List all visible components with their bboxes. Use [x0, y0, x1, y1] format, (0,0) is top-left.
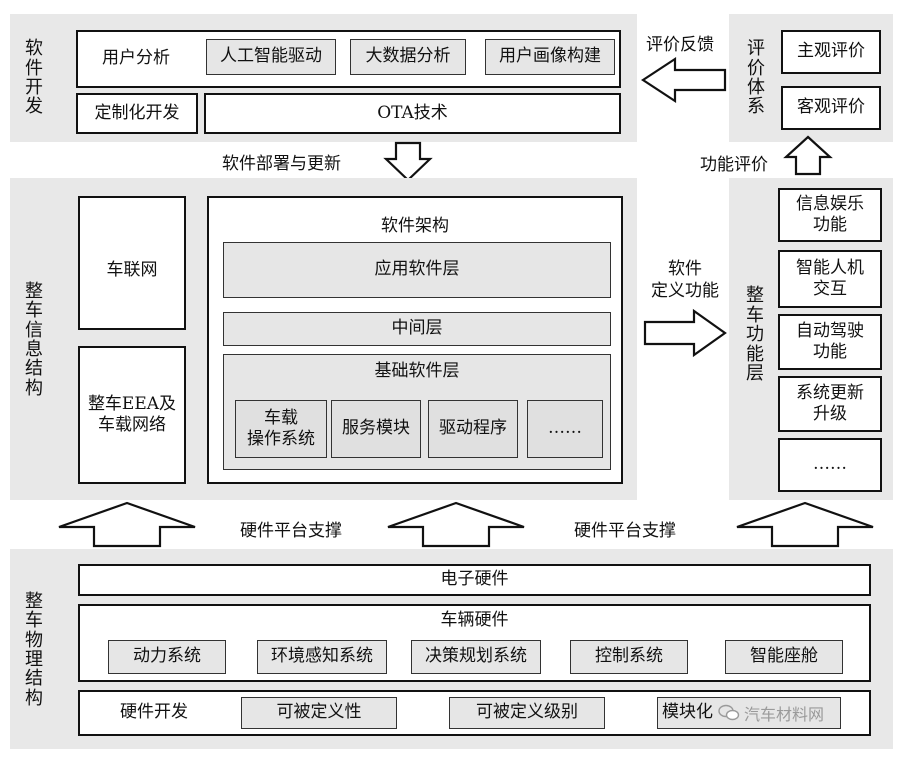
func-system-update-line-1: 系统更新 — [796, 382, 864, 403]
func-hmi-line-1: 智能人机 — [796, 257, 864, 278]
software-dev-label-char: 发 — [25, 96, 43, 118]
physical-label-char: 整 — [25, 590, 43, 612]
hw-dev-label: 硬件开发 — [120, 702, 188, 723]
vehicle-info-label-char: 整 — [25, 280, 43, 302]
vehicle-info-label-char: 构 — [25, 377, 43, 399]
big-data-box: 大数据分析 — [350, 39, 466, 75]
ai-drive-box: 人工智能驱动 — [206, 39, 336, 75]
func-eval-label: 功能评价 — [700, 155, 768, 175]
hw-support-arrow-middle — [387, 501, 525, 548]
hw-support-arrow-left — [58, 501, 196, 548]
user-analysis-label: 用户分析 — [102, 48, 170, 69]
hw-support-label-1: 硬件平台支撑 — [240, 521, 342, 541]
func-infotainment: 信息娱乐 功能 — [778, 188, 882, 242]
vehicle-func-label-char: 整 — [746, 285, 764, 307]
wechat-icon — [718, 704, 740, 721]
sys-cockpit: 智能座舱 — [725, 640, 843, 674]
physical-label-char: 车 — [25, 610, 43, 632]
func-infotainment-line-2: 功能 — [813, 215, 847, 235]
deploy-label: 软件部署与更新 — [222, 154, 341, 174]
define-level-box: 可被定义级别 — [449, 697, 605, 729]
eval-system-label-char: 评 — [747, 38, 765, 60]
vehicle-info-label: 整车信息结构 — [12, 240, 56, 440]
func-system-update: 系统更新 升级 — [778, 376, 882, 432]
func-infotainment-line-1: 信息娱乐 — [796, 193, 864, 214]
modular-label: 模块化 — [662, 702, 713, 723]
software-dev-label: 软件开发 — [12, 22, 56, 134]
eval-system-label-char: 系 — [747, 96, 765, 118]
os-line-1: 车载 — [264, 407, 298, 428]
middle-layer-box: 中间层 — [223, 312, 611, 346]
vehicle-func-label-char: 层 — [746, 363, 764, 385]
os-box: 车载 操作系统 — [235, 400, 327, 458]
sys-control: 控制系统 — [570, 640, 688, 674]
physical-label-char: 物 — [25, 629, 43, 651]
vehicle-func-label: 整车功能层 — [735, 270, 775, 400]
func-autodrive: 自动驾驶 功能 — [778, 314, 882, 370]
iov-box: 车联网 — [78, 196, 186, 330]
func-autodrive-line-2: 功能 — [813, 342, 847, 362]
vehicle-func-label-char: 能 — [746, 343, 764, 365]
func-hmi: 智能人机 交互 — [778, 250, 882, 308]
iov-label: 车联网 — [106, 260, 158, 280]
software-defined-line-1: 软件 — [668, 259, 702, 279]
custom-dev-box: 定制化开发 — [76, 93, 198, 134]
physical-label-char: 构 — [25, 687, 43, 709]
eea-line-1: 整车EEA及 — [87, 393, 177, 414]
eval-system-label: 评价体系 — [736, 22, 776, 134]
vehicle-hw-title: 车辆硬件 — [440, 610, 509, 630]
app-layer-box: 应用软件层 — [223, 242, 611, 298]
ota-box: OTA技术 — [204, 93, 621, 134]
vehicle-info-label-char: 信 — [25, 319, 43, 341]
user-profile-box: 用户画像构建 — [485, 39, 615, 75]
software-defined-arrow — [643, 308, 727, 358]
electronic-hw-box: 电子硬件 — [78, 564, 871, 596]
feedback-arrow — [640, 56, 727, 104]
func-hmi-line-2: 交互 — [813, 279, 847, 299]
watermark-text: 汽车材料网 — [744, 705, 825, 724]
software-dev-label-char: 开 — [25, 77, 43, 98]
hw-support-label-2: 硬件平台支撑 — [574, 521, 676, 541]
eval-system-label-char: 体 — [747, 77, 765, 98]
eea-line-2: 车载网络 — [98, 415, 166, 435]
software-defined-line-2: 定义功能 — [651, 281, 719, 302]
sys-decision: 决策规划系统 — [411, 640, 541, 674]
sys-perception: 环境感知系统 — [257, 640, 387, 674]
subjective-eval-box: 主观评价 — [781, 30, 881, 74]
eea-box: 整车EEA及 车载网络 — [78, 346, 186, 484]
more-software-box: …… — [527, 400, 603, 458]
modular-box: 模块化 — [657, 697, 841, 729]
software-dev-label-char: 软 — [25, 38, 43, 60]
deploy-arrow — [383, 141, 433, 182]
func-autodrive-line-1: 自动驾驶 — [796, 320, 864, 341]
software-defined-label: 软件 定义功能 — [640, 258, 730, 302]
vehicle-func-label-char: 车 — [746, 304, 764, 326]
sys-power: 动力系统 — [108, 640, 226, 674]
vehicle-info-label-char: 结 — [25, 358, 43, 380]
watermark: 汽车材料网 — [718, 700, 824, 726]
func-system-update-line-2: 升级 — [813, 404, 847, 424]
vehicle-info-label-char: 息 — [25, 339, 43, 360]
objective-eval-box: 客观评价 — [781, 86, 881, 130]
feedback-label: 评价反馈 — [646, 35, 714, 55]
base-layer-title: 基础软件层 — [374, 361, 460, 381]
physical-label-char: 理 — [25, 649, 43, 670]
func-eval-arrow — [783, 135, 833, 176]
physical-label: 整车物理结构 — [12, 560, 56, 740]
os-line-2: 操作系统 — [247, 429, 315, 449]
hw-support-arrow-right — [736, 501, 874, 548]
software-arch-title: 软件架构 — [381, 216, 449, 236]
vehicle-func-label-char: 功 — [746, 324, 764, 346]
vehicle-info-label-char: 车 — [25, 300, 43, 322]
service-module-box: 服务模块 — [331, 400, 421, 458]
definable-box: 可被定义性 — [241, 697, 397, 729]
software-dev-label-char: 件 — [25, 57, 43, 79]
physical-label-char: 结 — [25, 668, 43, 690]
eval-system-label-char: 价 — [747, 57, 765, 79]
driver-box: 驱动程序 — [428, 400, 518, 458]
func-more: …… — [778, 438, 882, 492]
